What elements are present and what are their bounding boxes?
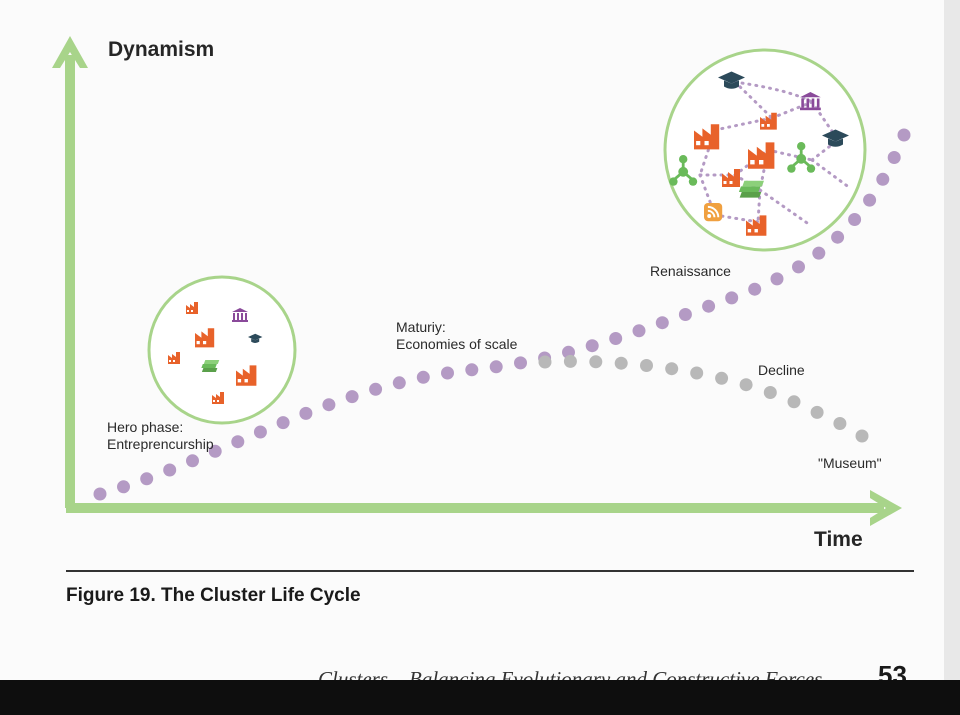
curve-dot bbox=[748, 282, 762, 296]
x-axis bbox=[66, 490, 902, 526]
curve-dot bbox=[792, 260, 805, 274]
phase-label-renaissance: Renaissance bbox=[650, 263, 731, 280]
phase-label-line: Renaissance bbox=[650, 263, 731, 279]
curve-dot bbox=[763, 386, 777, 399]
curve-dot bbox=[812, 246, 826, 260]
curve-dot bbox=[787, 395, 801, 409]
curve-dot bbox=[690, 366, 704, 380]
phase-label-decline: Decline bbox=[758, 362, 805, 379]
curve-dot bbox=[897, 128, 911, 142]
phase-label-line: Decline bbox=[758, 362, 805, 378]
y-axis bbox=[52, 36, 88, 508]
curve-dot bbox=[345, 390, 359, 404]
curve-dot bbox=[715, 371, 729, 385]
curve-dot bbox=[678, 308, 692, 321]
curve-dot bbox=[887, 151, 901, 164]
phase-label-line: Hero phase: bbox=[107, 419, 184, 435]
curve-dot bbox=[863, 193, 877, 207]
page-edge bbox=[944, 0, 960, 715]
curve-dot bbox=[848, 213, 862, 226]
bottom-bar bbox=[0, 680, 960, 715]
curve-dot bbox=[163, 463, 177, 477]
phase-label-hero: Hero phase: Entreprencurship bbox=[107, 419, 214, 453]
curve-dot bbox=[833, 417, 847, 430]
curve-dot bbox=[831, 230, 845, 244]
x-axis-label: Time bbox=[814, 528, 863, 551]
caption-divider bbox=[66, 570, 914, 572]
phase-label-museum: "Museum" bbox=[818, 455, 882, 472]
curve-dot bbox=[585, 339, 599, 353]
curve-dot bbox=[416, 370, 430, 384]
curve-dot bbox=[140, 472, 154, 486]
curve-dot bbox=[563, 354, 577, 368]
curve-dot bbox=[231, 435, 245, 449]
decline-curve bbox=[538, 354, 869, 443]
curve-dot bbox=[538, 355, 552, 369]
curve-dot bbox=[514, 356, 527, 370]
curve-dot bbox=[392, 376, 406, 390]
phase-label-line: Maturiy: bbox=[396, 319, 446, 335]
curve-dot bbox=[465, 363, 479, 377]
curve-dot bbox=[876, 172, 890, 186]
y-axis-label: Dynamism bbox=[108, 38, 215, 61]
phase-label-line: Entreprencurship bbox=[107, 436, 214, 452]
curve-dot bbox=[725, 291, 739, 305]
curve-dot bbox=[253, 425, 267, 439]
curve-dot bbox=[276, 416, 290, 430]
rss-icon bbox=[703, 202, 724, 223]
figure-caption: Figure 19. The Cluster Life Cycle bbox=[66, 585, 361, 606]
curve-dot bbox=[186, 454, 199, 468]
life-cycle-diagram bbox=[52, 36, 911, 526]
curve-dot bbox=[208, 444, 222, 458]
curve-dot bbox=[614, 356, 628, 370]
curve-dot bbox=[739, 378, 753, 392]
curve-dot bbox=[441, 366, 454, 380]
curve-dot bbox=[632, 324, 646, 338]
hero-cluster-circle bbox=[147, 275, 297, 425]
curve-dot bbox=[810, 405, 824, 419]
renaissance-cluster-circle bbox=[663, 48, 867, 252]
curve-dot bbox=[855, 429, 869, 443]
curve-dot bbox=[117, 480, 130, 494]
phase-label-line: Economies of scale bbox=[396, 336, 518, 352]
curve-dot bbox=[322, 398, 336, 412]
curve-dot bbox=[665, 362, 679, 376]
phase-label-maturity: Maturiy: Economies of scale bbox=[396, 319, 517, 353]
phase-label-line: "Museum" bbox=[818, 455, 882, 471]
curve-dot bbox=[93, 487, 107, 501]
curve-dot bbox=[589, 355, 603, 369]
curve-dot bbox=[369, 382, 383, 396]
curve-dot bbox=[702, 299, 716, 313]
curve-dot bbox=[640, 359, 653, 372]
curve-dot bbox=[655, 316, 669, 330]
curve-dot bbox=[770, 272, 784, 286]
curve-dot bbox=[299, 406, 313, 420]
curve-dot bbox=[489, 360, 503, 374]
curve-dot bbox=[609, 332, 623, 345]
